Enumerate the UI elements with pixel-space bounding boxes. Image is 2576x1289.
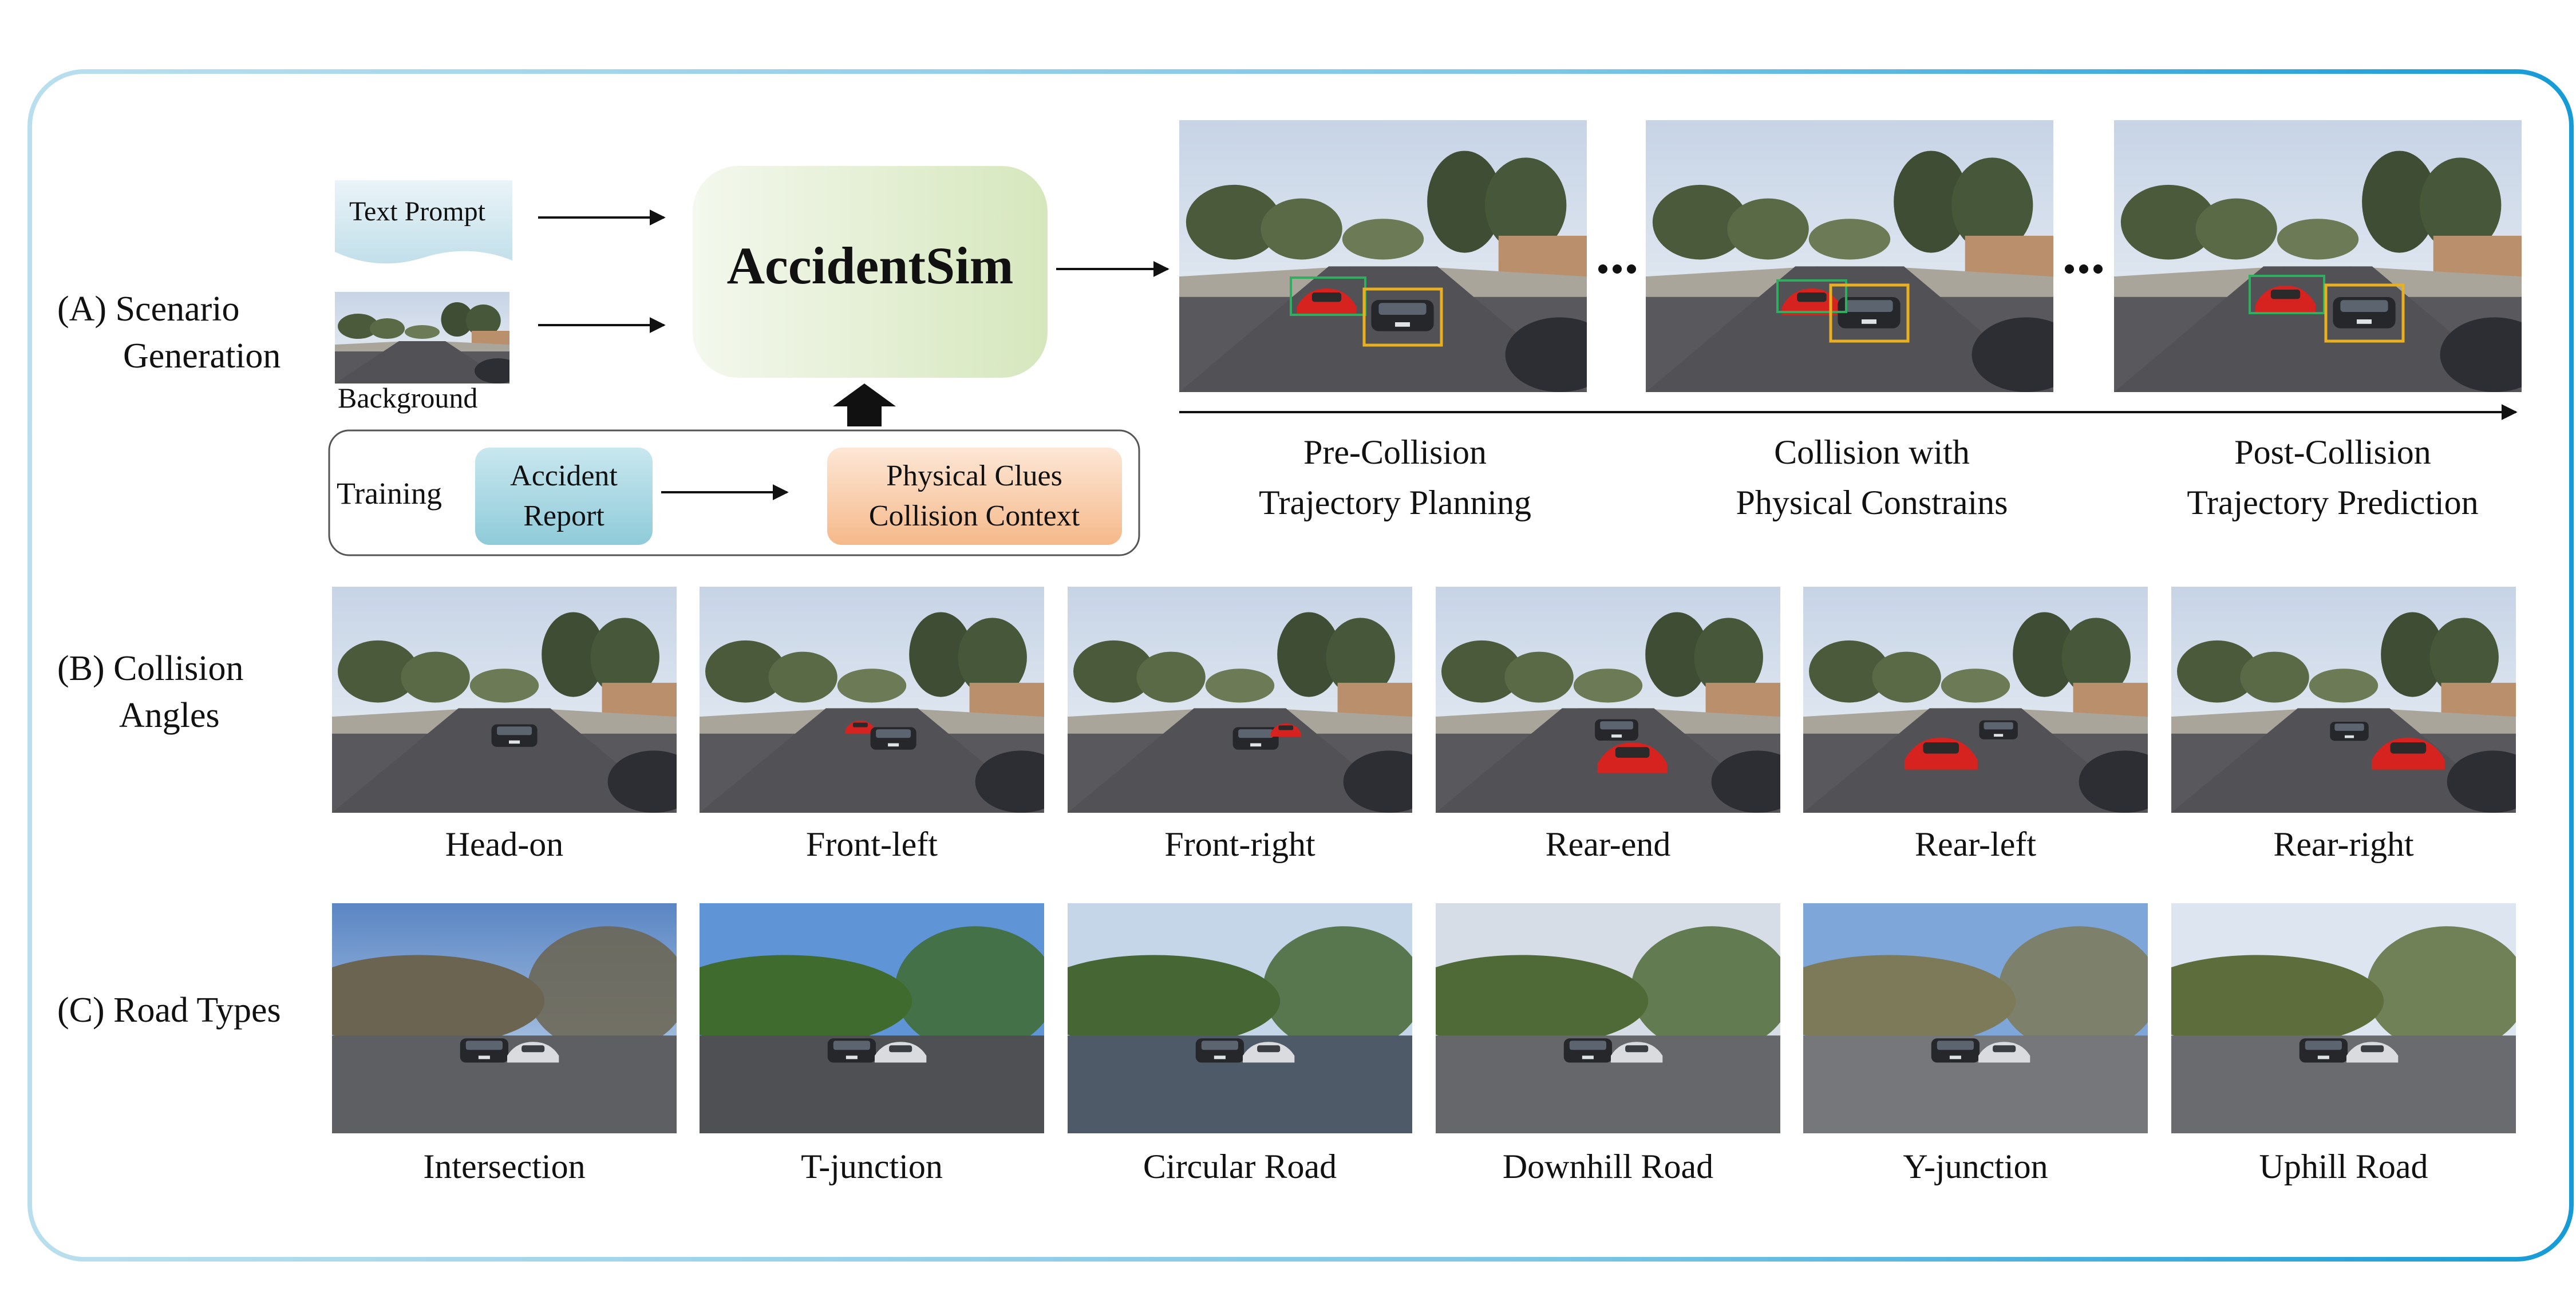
collision-angle-image xyxy=(1803,587,2148,813)
road-type-circular-road: Circular Road xyxy=(1068,903,1412,1185)
road-type-intersection: Intersection xyxy=(332,903,677,1185)
collision-angle-grid: Head-on Front-left Front-right Rear-end Rear… xyxy=(332,587,2516,863)
road-type-label: Y-junction xyxy=(1903,1148,2048,1185)
stage-collision-line2: Physical Constrains xyxy=(1736,484,2008,521)
bbox-yellow-post xyxy=(2324,283,2405,343)
collision-angle-label: Rear-right xyxy=(2273,825,2414,863)
collision-angle-image xyxy=(332,587,677,813)
accident-report-box xyxy=(475,448,653,545)
road-type-grid: Intersection T-junction Circular Road Downh… xyxy=(332,903,2516,1185)
stage-post-collision-line2: Trajectory Prediction xyxy=(2187,484,2478,521)
output-frame-collision xyxy=(1646,120,2080,392)
car-icon xyxy=(1931,1038,1980,1063)
road-type-image xyxy=(700,903,1044,1133)
collision-angle-image xyxy=(2171,587,2516,813)
road-type-t-junction: T-junction xyxy=(700,903,1044,1185)
road-type-label: Uphill Road xyxy=(2259,1148,2428,1185)
collision-angle-rear-end: Rear-end xyxy=(1436,587,1780,863)
output-frame-post-collision xyxy=(2114,120,2549,392)
road-type-image xyxy=(1436,903,1780,1133)
section-a-label-line1: (A) Scenario xyxy=(57,290,239,329)
section-c-label: (C) Road Types xyxy=(57,991,281,1030)
collision-angle-head-on: Head-on xyxy=(332,587,677,863)
road-type-uphill-road: Uphill Road xyxy=(2171,903,2516,1185)
accident-report-line1: Accident xyxy=(510,460,618,492)
section-b-label-line2: Angles xyxy=(119,696,220,735)
road-type-label: Intersection xyxy=(423,1148,585,1185)
training-label: Training xyxy=(337,476,442,511)
accidentsim-label: AccidentSim xyxy=(727,236,1014,295)
collision-angle-image xyxy=(1436,587,1780,813)
car-icon xyxy=(1979,720,2018,740)
bbox-yellow-collision xyxy=(1829,283,1910,343)
physical-clues-line1: Physical Clues xyxy=(886,460,1062,492)
road-type-label: T-junction xyxy=(801,1148,943,1185)
output-frame-pre-collision xyxy=(1179,120,1614,392)
road-type-y-junction: Y-junction xyxy=(1803,903,2148,1185)
text-prompt-box xyxy=(335,180,512,264)
background-image xyxy=(335,292,521,383)
car-icon xyxy=(870,727,916,750)
collision-angle-rear-left: Rear-left xyxy=(1803,587,2148,863)
accident-report-line2: Report xyxy=(523,500,605,532)
collision-angle-label: Rear-end xyxy=(1546,825,1671,863)
text-prompt-label: Text Prompt xyxy=(349,196,486,227)
background-label: Background xyxy=(338,382,477,414)
car-icon xyxy=(1595,719,1638,741)
car-icon xyxy=(2330,722,2369,741)
ellipsis-1 xyxy=(1598,264,1636,274)
car-icon xyxy=(491,724,538,747)
stage-post-collision-line1: Post-Collision xyxy=(2234,433,2431,471)
car-icon xyxy=(460,1038,509,1063)
bbox-green-post xyxy=(2249,275,2325,314)
ellipsis-2 xyxy=(2065,264,2103,274)
road-type-label: Circular Road xyxy=(1143,1148,1337,1185)
outer-frame xyxy=(27,69,2574,1262)
collision-angle-image xyxy=(1068,587,1412,813)
collision-angle-label: Head-on xyxy=(445,825,564,863)
car-icon xyxy=(1563,1038,1613,1063)
stage-pre-collision-line2: Trajectory Planning xyxy=(1259,484,1531,521)
collision-angle-image xyxy=(700,587,1044,813)
physical-clues-line2: Collision Context xyxy=(869,500,1080,532)
collision-angle-label: Rear-left xyxy=(1915,825,2036,863)
stage-pre-collision-line1: Pre-Collision xyxy=(1303,433,1487,471)
accidentsim-box xyxy=(693,166,1048,378)
physical-clues-box xyxy=(827,448,1122,545)
road-type-label: Downhill Road xyxy=(1503,1148,1713,1185)
section-b-label-line1: (B) Collision xyxy=(57,649,244,688)
bbox-green-collision xyxy=(1776,279,1847,313)
car-icon xyxy=(2299,1038,2348,1063)
collision-angle-rear-right: Rear-right xyxy=(2171,587,2516,863)
bbox-yellow-pre xyxy=(1362,287,1443,347)
collision-angle-label: Front-right xyxy=(1164,825,1315,863)
road-type-image xyxy=(332,903,677,1133)
road-type-image xyxy=(1803,903,2148,1133)
collision-angle-label: Front-left xyxy=(806,825,938,863)
car-icon xyxy=(827,1038,876,1063)
training-up-arrow xyxy=(833,383,896,426)
road-type-downhill-road: Downhill Road xyxy=(1436,903,1780,1185)
road-type-image xyxy=(2171,903,2516,1133)
car-icon xyxy=(1232,727,1279,750)
stage-collision-line1: Collision with xyxy=(1774,433,1970,471)
road-type-image xyxy=(1068,903,1412,1133)
section-a-label-line2: Generation xyxy=(123,337,280,375)
collision-angle-front-left: Front-left xyxy=(700,587,1044,863)
collision-angle-front-right: Front-right xyxy=(1068,587,1412,863)
car-icon xyxy=(1195,1038,1244,1063)
